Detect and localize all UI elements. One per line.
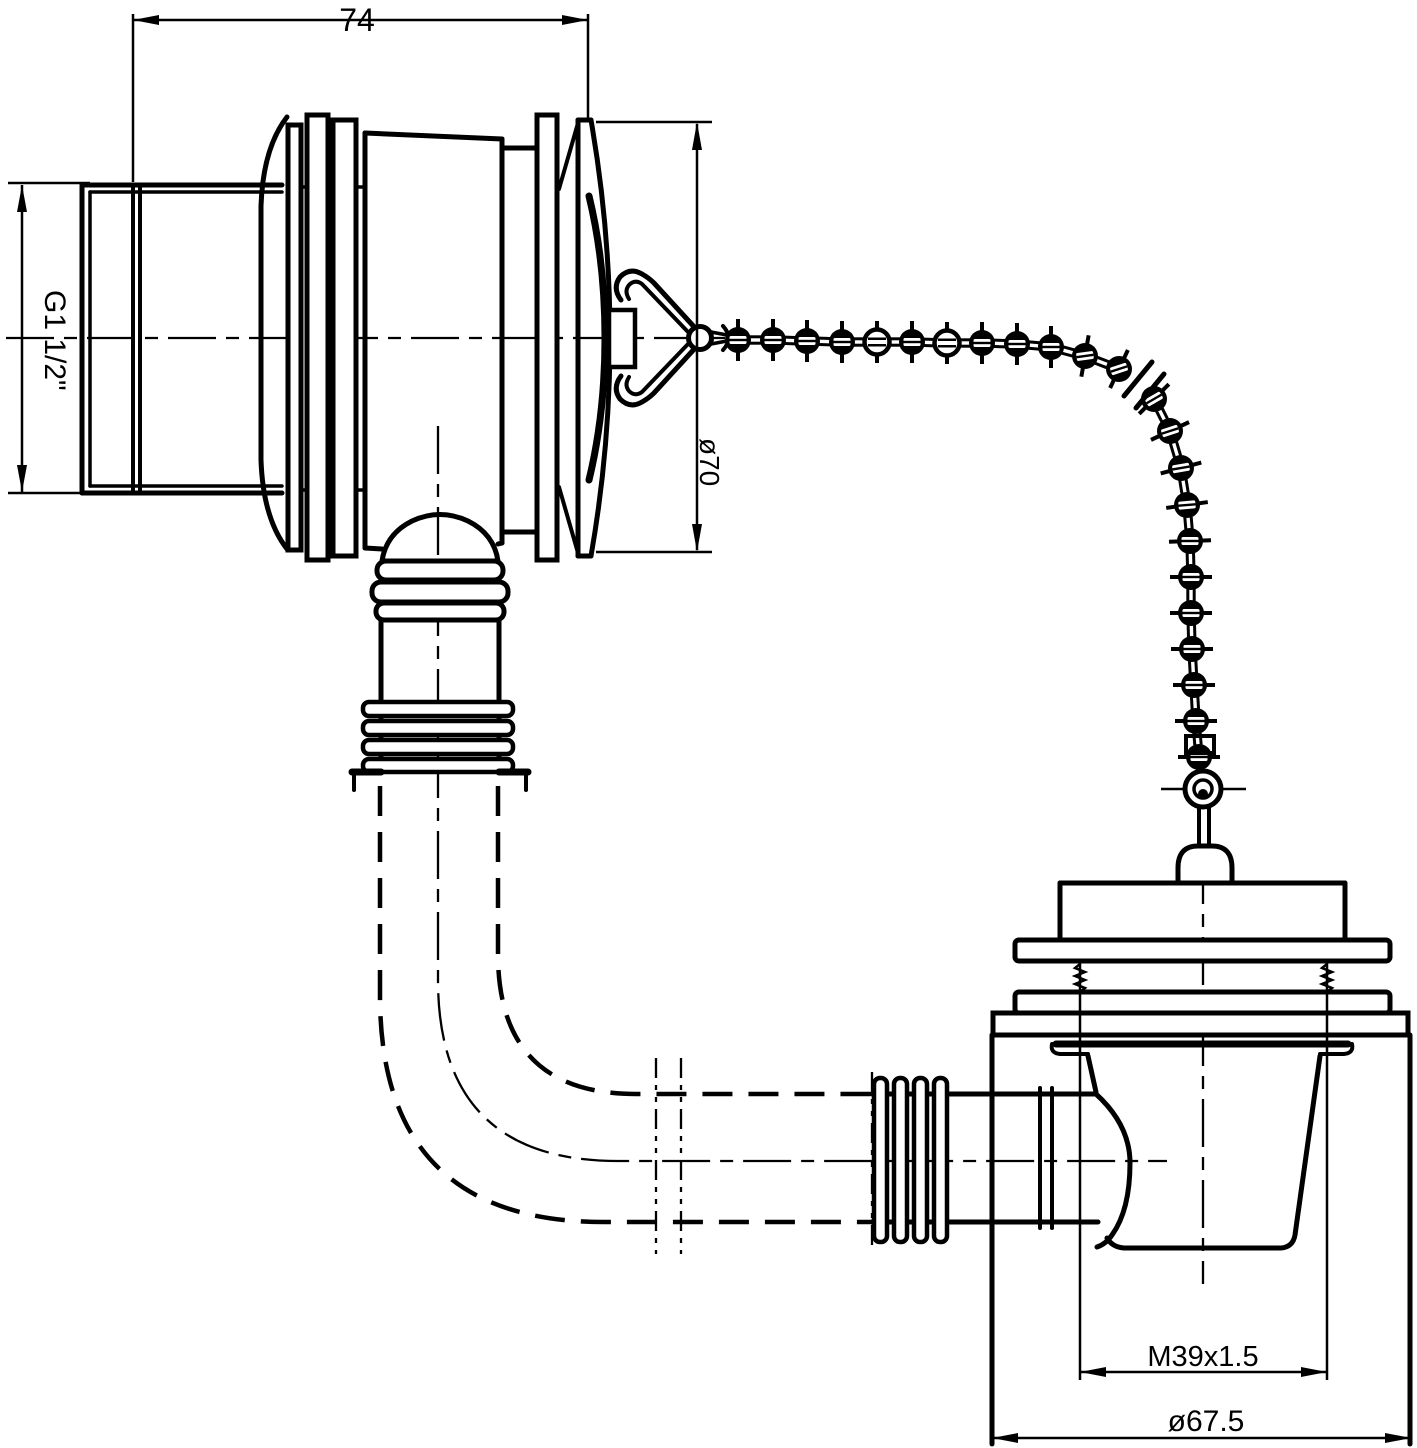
overflow-fitting xyxy=(79,112,731,792)
threaded-tail xyxy=(79,182,285,496)
cap-cone-lower xyxy=(557,485,580,555)
outlet-pipe-centerline xyxy=(436,426,1167,1163)
elbow-inner-dashed-line xyxy=(495,786,872,1097)
chain-ball xyxy=(1150,418,1190,444)
chain-ball xyxy=(1175,708,1217,734)
chain-ball xyxy=(1038,326,1064,368)
chain-break-mark-1 xyxy=(1121,359,1155,399)
dim-label-74: 74 xyxy=(339,2,375,38)
waste-fitting xyxy=(869,804,1413,1447)
chain-ball-open xyxy=(862,321,892,363)
cup-wall-right xyxy=(1104,1053,1323,1251)
dim-label-d675: ø67.5 xyxy=(1168,1405,1245,1438)
outlet-bead-3 xyxy=(373,600,507,623)
connector-rib-2 xyxy=(891,1075,910,1245)
ball-chain xyxy=(725,319,1220,770)
connector-rib-3 xyxy=(911,1075,930,1245)
waste-flange-stack xyxy=(1012,880,1393,1016)
top-flange-plate xyxy=(1012,937,1393,964)
dim-label-m39: M39x1.5 xyxy=(1147,1341,1258,1373)
chain-ball xyxy=(1173,672,1215,698)
pipe-end-dome xyxy=(1093,1091,1133,1250)
chain-ball xyxy=(1168,528,1212,554)
body-top-plate xyxy=(990,1010,1411,1038)
flange-plate-4 xyxy=(534,112,560,563)
connector-rib-4 xyxy=(931,1075,950,1245)
outlet-bead-2 xyxy=(369,579,511,605)
flange-plate-1 xyxy=(285,122,304,553)
outlet-bead-1 xyxy=(374,558,506,583)
outlet-rib-1 xyxy=(360,699,516,719)
chain-ball xyxy=(1004,323,1030,365)
chain-ball xyxy=(794,320,820,362)
chain-ball xyxy=(1160,455,1202,481)
dimension-overflow-thread: G1 1/2" xyxy=(8,181,90,495)
chain-ball xyxy=(899,321,925,363)
waste-body xyxy=(989,1010,1413,1447)
dimension-overflow-width: 74 xyxy=(131,2,590,182)
flange-plate-3 xyxy=(330,117,359,559)
chain-ball-open xyxy=(932,322,962,364)
chain-ball xyxy=(725,319,751,361)
elbow-outer-dashed-line xyxy=(377,786,872,1225)
waste-side-connector xyxy=(869,1075,1133,1250)
outlet-rib-4 xyxy=(360,756,516,775)
plug xyxy=(1175,804,1235,886)
dimension-waste-thread: M39x1.5 xyxy=(1078,960,1329,1380)
chain-ball xyxy=(760,319,786,361)
dim-label-d70: ø70 xyxy=(694,438,725,486)
chain-ball xyxy=(1171,636,1213,662)
end-bracket-link xyxy=(1184,734,1216,755)
locknut xyxy=(1012,989,1393,1016)
dimension-waste-diameter: ø67.5 xyxy=(992,1405,1411,1443)
bail-boss xyxy=(606,307,638,370)
chain-ball xyxy=(1170,564,1212,590)
chain-ball xyxy=(1165,492,1209,518)
hidden-elbow-pipe xyxy=(377,786,874,1254)
chain-end-link xyxy=(1121,359,1246,810)
chain-ball xyxy=(829,321,855,363)
plug-knob xyxy=(1175,843,1235,886)
overflow-body-barrel xyxy=(362,130,540,552)
chain-ball xyxy=(1106,349,1132,389)
cap-cone-upper xyxy=(557,121,580,191)
connector-rib-1 xyxy=(871,1075,890,1245)
outlet-rib-3 xyxy=(360,737,516,757)
centerlines xyxy=(6,336,1205,1284)
dome-washer xyxy=(258,114,290,552)
outlet-rib-2 xyxy=(360,718,516,738)
chain-ball xyxy=(1072,334,1098,378)
overflow-outlet xyxy=(348,512,532,792)
chain-break-mark-2 xyxy=(1133,371,1167,411)
dim-label-g-thread: G1 1/2" xyxy=(38,290,71,391)
chain-ball xyxy=(1170,600,1212,626)
flange-notches xyxy=(299,185,367,492)
bail-eyelet xyxy=(686,324,714,352)
flange-plate-2 xyxy=(304,112,331,563)
dimension-cap-diameter: ø70 xyxy=(596,120,725,554)
cup-wall-left xyxy=(1085,1053,1099,1095)
chain-ball xyxy=(969,322,995,364)
